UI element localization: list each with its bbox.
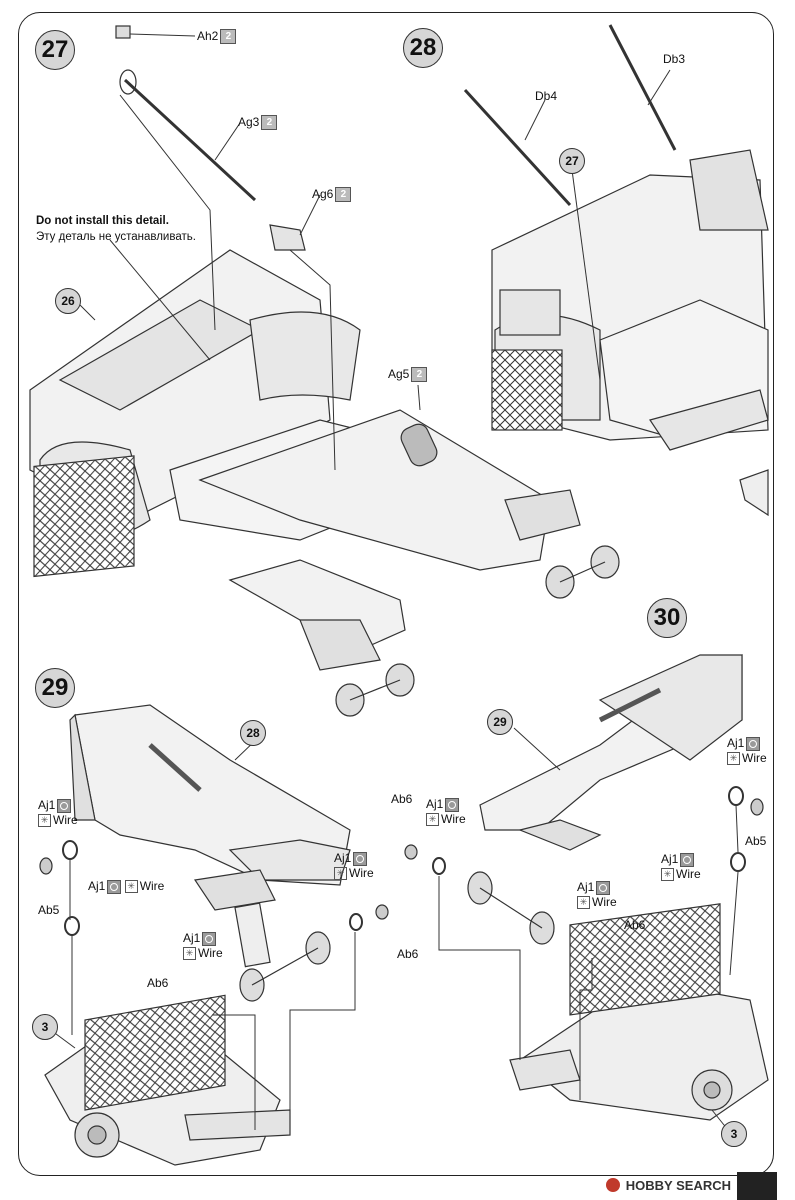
label-aj1-wire-30a: Aj1 ✳Wire (426, 797, 466, 827)
part-wire: Wire (198, 945, 223, 960)
photo-etch-icon (445, 797, 460, 812)
watermark: HOBBY SEARCH (605, 1174, 731, 1196)
label-aj1-wire-29a: Aj1 ✳Wire (38, 798, 78, 828)
label-db3: Db3 (663, 52, 686, 66)
part-aj1: Aj1 (727, 736, 745, 750)
photo-etch-icon (107, 879, 122, 894)
part-wire: Wire (441, 811, 466, 826)
photo-etch-icon (353, 851, 368, 866)
wire-material-icon: ✳ (661, 868, 674, 882)
part-ah2: Ah2 (197, 29, 219, 43)
ref-step-29: 29 (487, 709, 513, 735)
ref-step-26: 26 (55, 288, 81, 314)
label-aj1-wire-29c: Aj1 ✳Wire (183, 931, 223, 961)
part-wire: Wire (592, 894, 617, 909)
photo-etch-icon (57, 798, 72, 813)
wire-material-icon: ✳ (334, 867, 347, 881)
step-28-badge: 28 (403, 28, 443, 68)
part-ag3: Ag3 (238, 115, 260, 129)
wire-material-icon: ✳ (183, 947, 196, 961)
label-ab6-29b: Ab6 (397, 947, 419, 961)
part-aj1: Aj1 (38, 798, 56, 812)
part-aj1: Aj1 (577, 880, 595, 894)
part-quantity-icon: 2 (335, 187, 352, 203)
part-ag5: Ag5 (388, 367, 410, 381)
label-ab5-30: Ab5 (745, 834, 767, 848)
part-quantity-icon: 2 (411, 367, 428, 383)
part-wire: Wire (676, 866, 701, 881)
warning-en: Do not install this detail. (36, 215, 169, 227)
part-wire: Wire (742, 750, 767, 765)
photo-etch-icon (746, 736, 761, 751)
tow-frame-29 (74, 704, 351, 886)
part-aj1: Aj1 (183, 931, 201, 945)
wire-material-icon: ✳ (38, 814, 51, 828)
photo-etch-icon (596, 880, 611, 895)
step-30-badge: 30 (647, 598, 687, 638)
wire-material-icon: ✳ (124, 880, 138, 894)
brand-logo-icon (605, 1178, 620, 1192)
part-ag6: Ag6 (312, 187, 334, 201)
part-quantity-icon: 2 (220, 29, 237, 45)
wire-material-icon: ✳ (577, 896, 590, 910)
step-27-badge: 27 (35, 30, 75, 70)
page-number-block (737, 1172, 777, 1200)
label-ab5-29: Ab5 (38, 903, 60, 917)
part-aj1: Aj1 (88, 879, 106, 893)
watermark-text: HOBBY SEARCH (625, 1177, 731, 1193)
label-ab6-29a: Ab6 (147, 976, 169, 990)
label-aj1-wire-30b: Aj1 ✳Wire (577, 880, 617, 910)
warning-ru: Эту деталь не устанавливать. (36, 231, 196, 243)
wire-material-icon: ✳ (426, 813, 439, 827)
ref-step-27: 27 (559, 148, 585, 174)
part-wire: Wire (53, 812, 78, 827)
label-ab6-30a: Ab6 (391, 792, 413, 806)
photo-etch-icon (680, 852, 695, 867)
label-aj1-wire-30c: Aj1 ✳Wire (727, 736, 767, 766)
part-wire: Wire (349, 865, 374, 880)
wire-material-icon: ✳ (727, 752, 740, 766)
part-aj1: Aj1 (661, 852, 679, 866)
part-aj1: Aj1 (334, 851, 352, 865)
label-aj1-wire-29b: Aj1 ✳Wire (88, 879, 164, 894)
part-aj1: Aj1 (426, 797, 444, 811)
step-29-badge: 29 (35, 668, 75, 708)
photo-etch-icon (202, 931, 217, 946)
label-db4: Db4 (535, 89, 558, 103)
ref-part-3-left: 3 (32, 1014, 58, 1040)
ref-part-3-right: 3 (721, 1121, 747, 1147)
warning-note: Do not install this detail. Эту деталь н… (36, 213, 196, 245)
ref-step-28: 28 (240, 720, 266, 746)
label-aj1-wire-29d: Aj1 ✳Wire (334, 851, 374, 881)
label-aj1-wire-30d: Aj1 ✳Wire (661, 852, 701, 882)
part-quantity-icon: 2 (261, 115, 278, 131)
part-wire: Wire (139, 879, 165, 893)
label-ab6-30b: Ab6 (624, 918, 646, 932)
page-frame (18, 12, 774, 1176)
tow-frame-27 (198, 409, 551, 571)
